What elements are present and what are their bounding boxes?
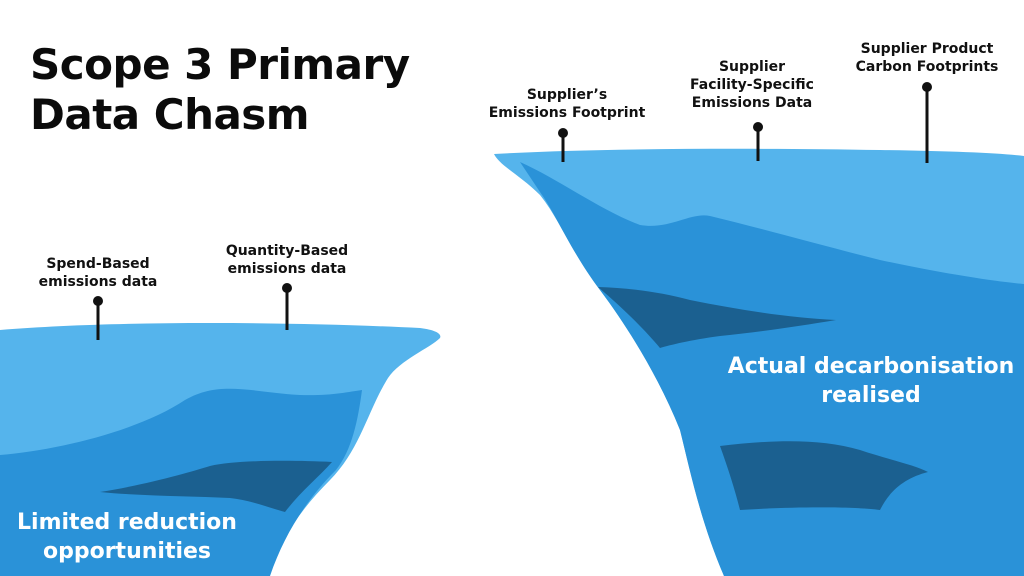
page-title: Scope 3 Primary Data Chasm bbox=[30, 40, 410, 140]
right-cliff-caption: Actual decarbonisation realised bbox=[718, 352, 1024, 410]
label-line: Supplier’s bbox=[489, 86, 646, 104]
supplier-product-carbon-label: Supplier Product Carbon Footprints bbox=[856, 40, 999, 76]
left-cliff-caption: Limited reduction opportunities bbox=[12, 508, 242, 566]
caption-line: Actual decarbonisation bbox=[718, 352, 1024, 381]
pin-head bbox=[93, 296, 103, 306]
label-line: emissions data bbox=[226, 260, 348, 278]
label-line: Supplier Product bbox=[856, 40, 999, 58]
label-line: Carbon Footprints bbox=[856, 58, 999, 76]
supplier-emissions-footprint-label: Supplier’s Emissions Footprint bbox=[489, 86, 646, 122]
caption-line: opportunities bbox=[12, 537, 242, 566]
label-line: Emissions Data bbox=[690, 94, 814, 112]
label-line: Quantity-Based bbox=[226, 242, 348, 260]
pin-head bbox=[558, 128, 568, 138]
pin-head bbox=[922, 82, 932, 92]
supplier-facility-specific-label: Supplier Facility-Specific Emissions Dat… bbox=[690, 58, 814, 112]
label-line: Facility-Specific bbox=[690, 76, 814, 94]
title-line-1: Scope 3 Primary bbox=[30, 40, 410, 90]
quantity-based-label: Quantity-Based emissions data bbox=[226, 242, 348, 278]
title-line-2: Data Chasm bbox=[30, 90, 410, 140]
label-line: Spend-Based bbox=[39, 255, 158, 273]
caption-line: Limited reduction bbox=[12, 508, 242, 537]
spend-based-label: Spend-Based emissions data bbox=[39, 255, 158, 291]
label-line: Emissions Footprint bbox=[489, 104, 646, 122]
label-line: emissions data bbox=[39, 273, 158, 291]
caption-line: realised bbox=[718, 381, 1024, 410]
label-line: Supplier bbox=[690, 58, 814, 76]
pin-quantity-based bbox=[282, 283, 292, 330]
pin-head bbox=[282, 283, 292, 293]
pin-head bbox=[753, 122, 763, 132]
